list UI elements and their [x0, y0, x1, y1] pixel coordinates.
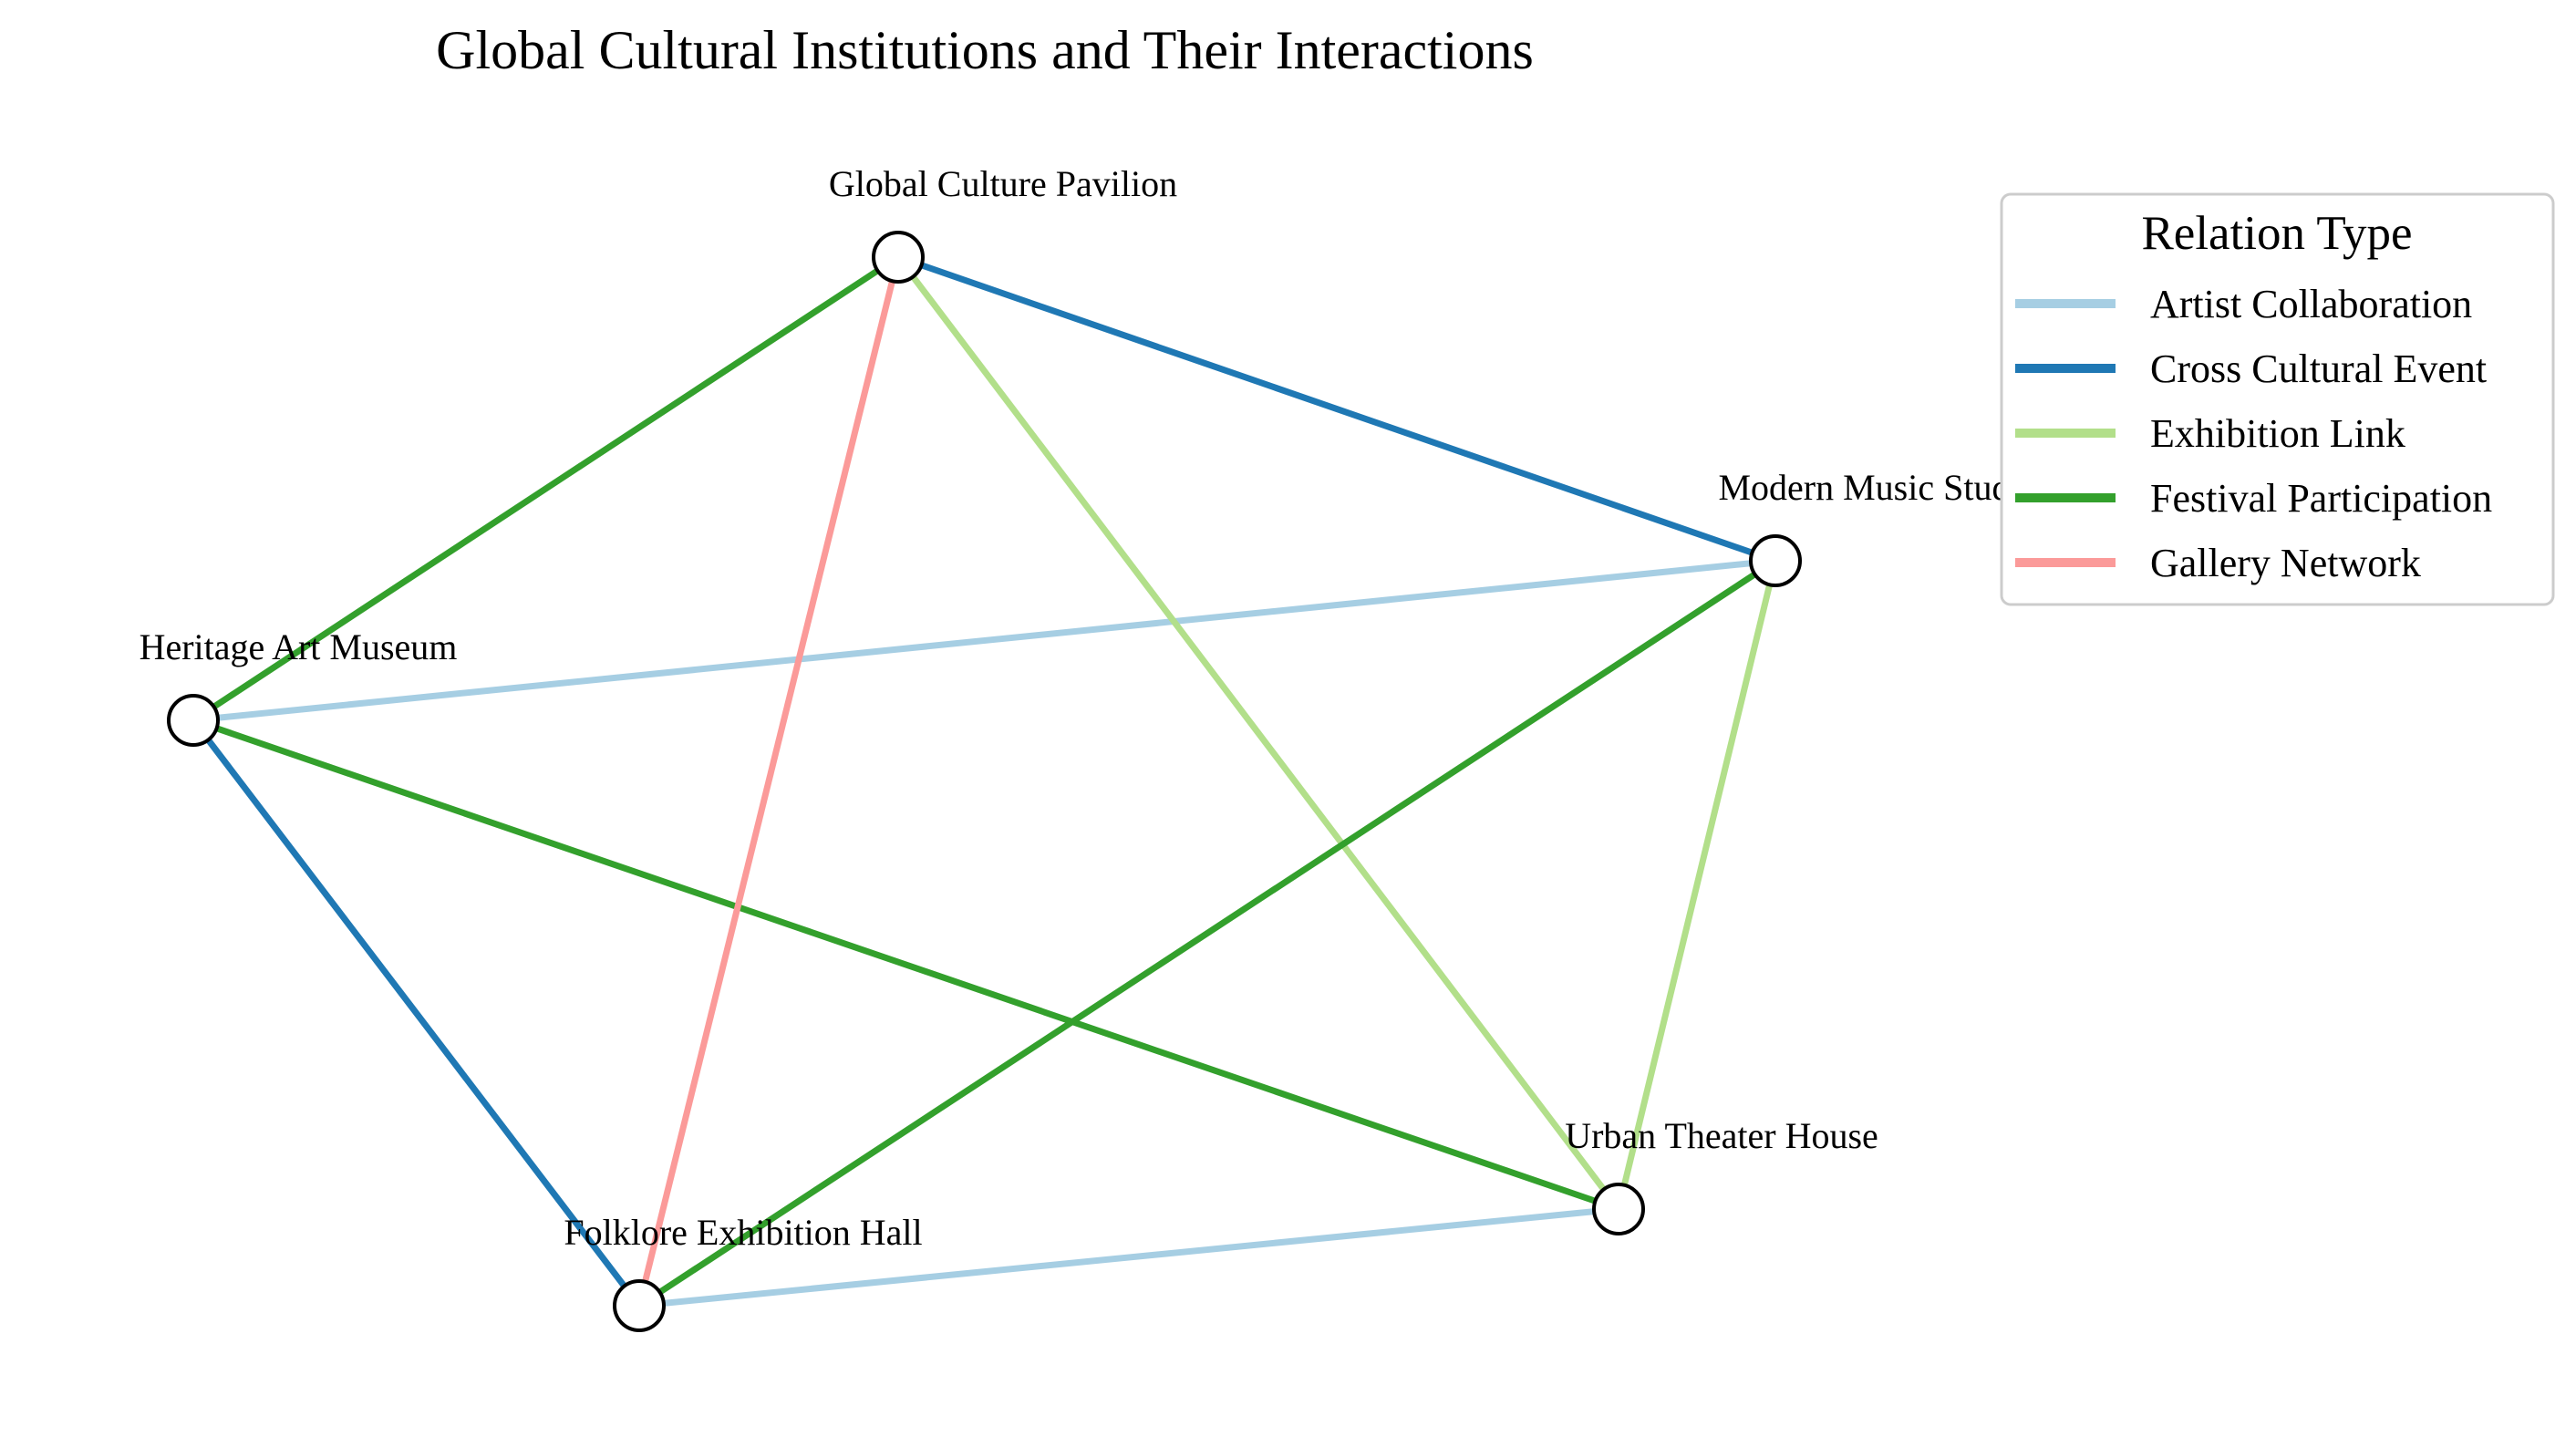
node-label-global: Global Culture Pavilion [829, 163, 1177, 204]
legend: Relation Type Artist CollaborationCross … [2000, 192, 2555, 606]
edge-global-modern [896, 253, 1777, 564]
diagram-title: Global Cultural Institutions and Their I… [436, 20, 1534, 80]
legend-title: Relation Type [2141, 207, 2412, 260]
node-label-folklore: Folklore Exhibition Hall [564, 1212, 922, 1253]
node-modern[interactable] [1749, 534, 1802, 587]
edge-global-heritage [191, 254, 900, 723]
legend-label: Exhibition Link [2150, 411, 2405, 456]
legend-label: Cross Cultural Event [2150, 346, 2487, 391]
edge-heritage-modern [192, 557, 1776, 724]
node-heritage[interactable] [167, 694, 220, 747]
edge-global-urban [895, 254, 1621, 1212]
node-label-modern: Modern Music Studio [1718, 467, 2038, 508]
legend-frame [2000, 192, 2555, 606]
edge-modern-urban [1615, 560, 1779, 1210]
node-label-urban: Urban Theater House [1565, 1115, 1878, 1156]
node-label-heritage: Heritage Art Museum [140, 626, 458, 667]
edge-modern-folklore [637, 558, 1777, 1308]
legend-label: Artist Collaboration [2150, 282, 2472, 326]
node-global[interactable] [872, 231, 925, 284]
nodes-layer [167, 231, 1802, 1332]
legend-label: Festival Participation [2150, 476, 2492, 521]
node-urban[interactable] [1592, 1183, 1645, 1235]
edge-heritage-folklore [191, 718, 642, 1308]
edge-heritage-urban [191, 717, 1620, 1213]
edges-layer [191, 253, 1779, 1309]
edge-global-folklore [636, 256, 902, 1307]
node-folklore[interactable] [613, 1279, 666, 1332]
edge-folklore-urban [638, 1205, 1619, 1309]
legend-label: Gallery Network [2150, 541, 2421, 585]
